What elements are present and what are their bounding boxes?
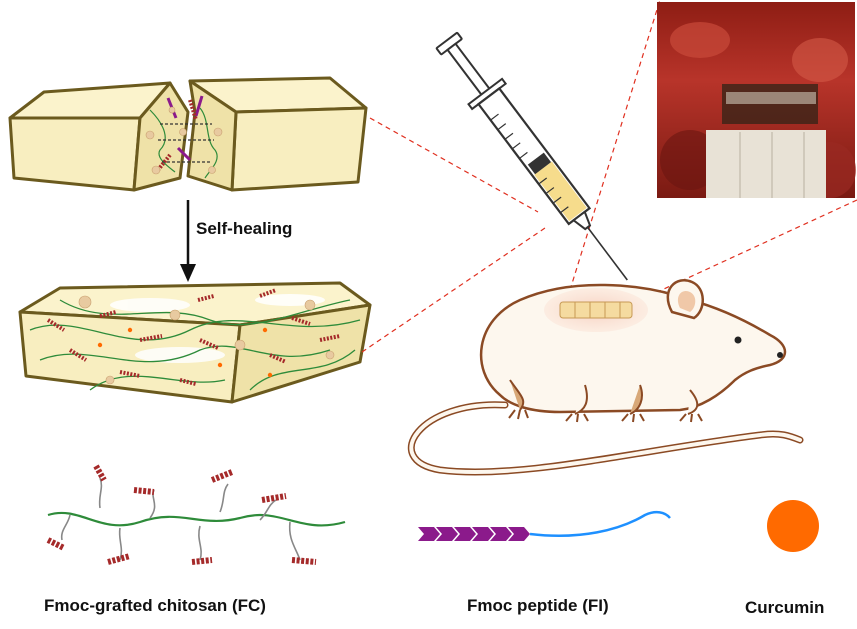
broken-hydrogel [8, 76, 368, 192]
surgical-photo [657, 2, 856, 198]
curcumin-icon [767, 500, 819, 552]
curcumin-legend-label: Curcumin [745, 598, 825, 617]
rat-illustration [407, 279, 804, 476]
curcumin-particles-top [145, 106, 223, 175]
fc-legend-label: Fmoc-grafted chitosan (FC) [44, 596, 266, 615]
fc-molecule-icon [46, 464, 346, 565]
fi-legend-label: Fmoc peptide (FI) [467, 596, 609, 615]
healed-hydrogel [18, 281, 372, 404]
healed-fmoc-chains [46, 288, 341, 386]
hydrogel-left-half [8, 81, 190, 192]
healed-curcumin [78, 295, 335, 385]
self-healing-label: Self-healing [196, 219, 293, 238]
syringe-icon [435, 31, 628, 281]
fi-peptide-icon [418, 510, 671, 541]
self-healing-arrow [180, 200, 196, 282]
